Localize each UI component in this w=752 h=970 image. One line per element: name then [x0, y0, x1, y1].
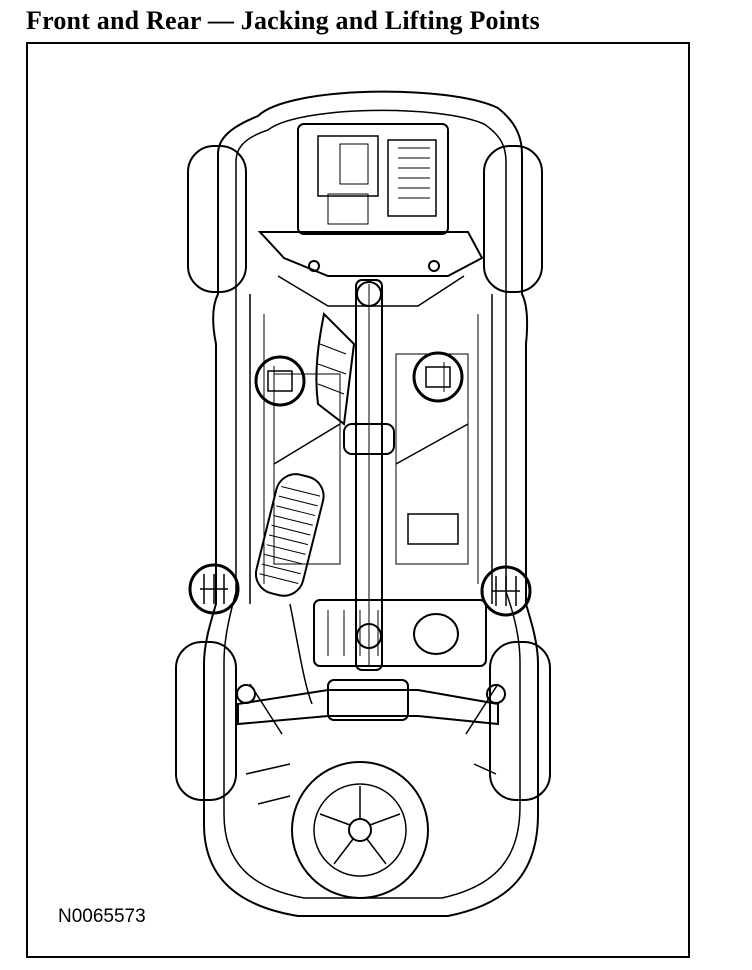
lift-point-rear-left	[188, 563, 240, 615]
exhaust-pipe	[289, 603, 313, 705]
fuel-tank	[313, 599, 487, 667]
lift-point-front-right	[412, 351, 464, 403]
fuel-pump-cover	[413, 613, 459, 655]
front-crossmember	[257, 231, 484, 277]
engine-component	[327, 143, 369, 225]
body-outline	[203, 90, 539, 917]
rear-u-joint	[356, 623, 382, 649]
body-inner-outline	[223, 109, 521, 899]
rear-floor-braces	[245, 763, 497, 805]
floor-pan-left	[273, 373, 341, 565]
page-title: Front and Rear — Jacking and Lifting Poi…	[26, 6, 540, 35]
lift-point-rear-right	[480, 565, 532, 617]
front-subframe-bolt-left	[308, 260, 320, 272]
front-right-tire	[483, 145, 543, 293]
floor-braces	[273, 423, 469, 465]
transmission-ribs	[317, 343, 347, 395]
engine-block	[297, 123, 449, 235]
muffler	[254, 473, 325, 597]
driveshaft	[355, 279, 383, 671]
figure-id-label: N0065573	[58, 906, 146, 927]
fuel-tank-ribs	[327, 610, 379, 656]
engine-detail-left	[317, 135, 379, 197]
rear-left-tire	[175, 641, 237, 801]
rear-control-arms	[249, 683, 499, 735]
engine-detail-right	[387, 139, 437, 217]
floor-plate	[407, 513, 459, 545]
differential	[327, 679, 409, 721]
floor-pan-right	[395, 353, 469, 565]
diagram-frame: N0065573	[26, 42, 690, 958]
center-bearing	[343, 423, 395, 455]
engine-ribs	[398, 147, 430, 199]
transmission	[315, 311, 356, 426]
front-u-joint	[356, 281, 382, 307]
rear-axle	[237, 689, 499, 726]
rear-left-mount	[236, 684, 256, 704]
spare-tire	[291, 761, 429, 899]
vehicle-underbody-diagram	[175, 90, 551, 917]
front-subframe-bolt-right	[428, 260, 440, 272]
rear-right-mount	[486, 684, 506, 704]
lift-point-front-left	[254, 355, 306, 407]
